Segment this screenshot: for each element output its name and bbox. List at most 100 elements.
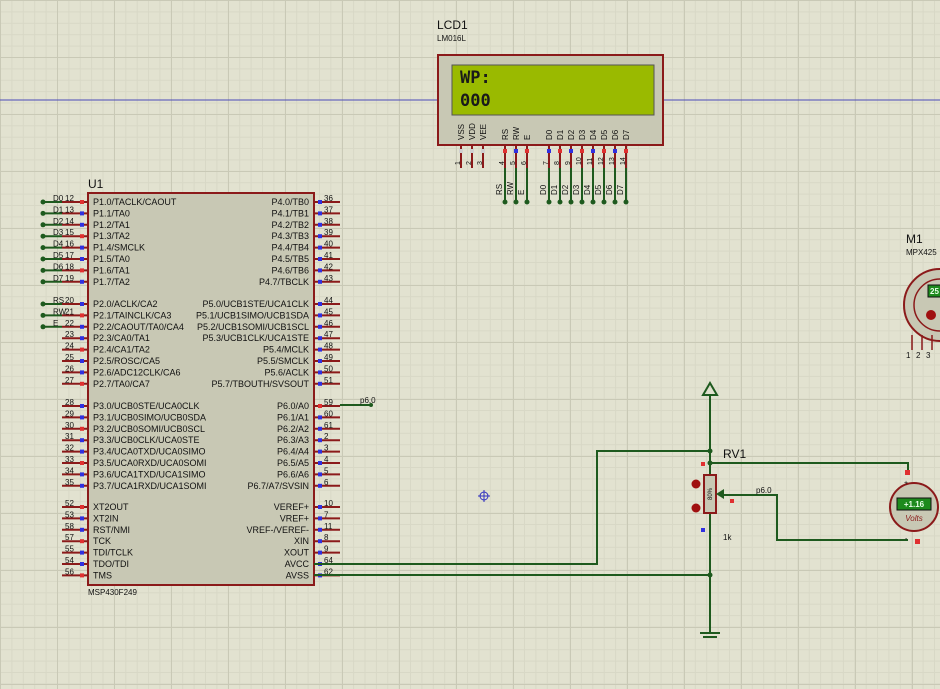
pin-indicator	[915, 539, 920, 544]
pin-state-indicator	[569, 149, 573, 153]
mcu-pin-number: 49	[324, 353, 333, 362]
mcu-pin-name: P6.5/A5	[277, 458, 309, 468]
mcu-pin-name: P3.3/UCB0CLK/UCA0STE	[93, 435, 200, 445]
pin-state-indicator	[80, 234, 84, 239]
pin-state-indicator	[318, 449, 322, 454]
net-terminal	[623, 199, 629, 205]
lcd-pins: VSS1VDD2VEE3RS4RSRW5RWE6ED07D0D18D1D29D2…	[455, 123, 631, 205]
pressure-sensor-component[interactable]: M1 MPX425 25 1 2 3	[903, 232, 940, 360]
lcd-component[interactable]: LCD1 LM016L WP: 000 VSS1VDD2VEE3RS4RSRW5…	[437, 18, 664, 205]
mcu-pin-name: P1.6/TA1	[93, 265, 130, 275]
mcu-pin-number: 3	[324, 444, 329, 453]
sensor-display-value: 25	[930, 287, 939, 296]
mcu-pin-number: 13	[65, 205, 74, 214]
mcu-pin-number: 37	[324, 205, 333, 214]
mcu-pin-number: 21	[65, 307, 74, 316]
mcu-pin-number: 15	[65, 228, 74, 237]
mcu-pin-number: 44	[324, 296, 333, 305]
voltmeter-plus: +	[904, 480, 908, 487]
sensor-pin-2: 2	[916, 351, 921, 360]
pin-indicator	[905, 470, 910, 475]
mcu-pin-number: 2	[324, 432, 329, 441]
pin-state-indicator	[624, 149, 628, 153]
p60-net-label: p6.0	[360, 396, 376, 405]
pin-state-indicator	[80, 562, 84, 566]
net-terminal	[40, 222, 46, 228]
mcu-pin-number: 31	[65, 432, 74, 441]
mcu-pin-number: 20	[65, 296, 74, 305]
sensor-adjust-button[interactable]	[926, 310, 936, 320]
mcu-pin-number: 38	[324, 217, 333, 226]
lcd-net-label: D6	[605, 184, 614, 195]
pin-state-indicator	[318, 268, 322, 273]
net-terminal	[40, 233, 46, 239]
lcd-pin-name: D4	[589, 129, 598, 140]
mcu-pin-number: 32	[65, 444, 74, 453]
mcu-pin-name: P4.5/TB5	[271, 254, 309, 264]
mcu-pin-name: P1.4/SMCLK	[93, 243, 145, 253]
pin-state-indicator	[470, 149, 474, 153]
mcu-pin-number: 50	[324, 364, 333, 373]
mcu-pin-number: 52	[65, 499, 74, 508]
pin-state-indicator	[80, 573, 84, 578]
mcu-pin-name: P4.4/TB4	[271, 243, 309, 253]
mcu-pin-number: 61	[324, 421, 333, 430]
pin-state-indicator	[318, 539, 322, 544]
power-terminal-icon[interactable]	[701, 381, 719, 396]
pin-state-indicator	[318, 438, 322, 443]
mcu-pin-number: 53	[65, 510, 74, 519]
mcu-pin-number: 59	[324, 398, 333, 407]
pin-indicator	[701, 462, 705, 466]
pot-increase-button[interactable]	[691, 479, 701, 489]
net-terminal	[40, 301, 46, 307]
net-terminal	[601, 199, 607, 205]
lcd-pin-name: RS	[501, 129, 510, 140]
potentiometer-component[interactable]: RV1 80% 1k p6.0	[691, 447, 773, 542]
voltmeter-display	[896, 497, 932, 511]
junction-dot	[707, 448, 713, 454]
pin-state-indicator	[318, 279, 322, 284]
pin-state-indicator	[613, 149, 617, 153]
mcu-pin-number: 41	[324, 251, 333, 260]
mcu-pin-name: P2.0/ACLK/CA2	[93, 299, 158, 309]
sensor-part: MPX425	[906, 248, 937, 257]
mcu-pin-name: P6.6/A6	[277, 469, 309, 479]
pin-state-indicator	[318, 472, 322, 477]
pin-state-indicator	[602, 149, 606, 153]
lcd-pin-name: D5	[600, 129, 609, 140]
mcu-pin-name: P2.6/ADC12CLK/CA6	[93, 367, 181, 377]
mcu-pin-number: 5	[324, 466, 329, 475]
voltmeter-reading: +1.16	[904, 500, 925, 509]
pin-state-indicator	[525, 149, 529, 153]
junction-dot	[369, 403, 373, 407]
mcu-net-label: D0	[53, 194, 64, 203]
pot-decrease-button[interactable]	[691, 503, 701, 513]
pin-state-indicator	[318, 461, 322, 465]
mcu-pin-name: P5.6/ACLK	[264, 367, 309, 377]
mcu-pin-number: 29	[65, 409, 74, 418]
lcd-pin-name: VEE	[479, 124, 488, 140]
lcd-net-label: RW	[506, 181, 515, 195]
lcd-part: LM016L	[437, 34, 466, 43]
pin-state-indicator	[558, 149, 562, 153]
voltmeter-component[interactable]: +1.16 Volts + -	[889, 470, 939, 544]
ground-icon[interactable]	[700, 632, 720, 638]
pin-state-indicator	[80, 222, 84, 227]
pot-wiper-net: p6.0	[756, 486, 772, 495]
mcu-pin-number: 14	[65, 217, 74, 226]
sensor-display	[927, 284, 940, 298]
mcu-pin-name: TDO/TDI	[93, 559, 129, 569]
mcu-pin-name: P3.2/UCB0SOMI/UCB0SCL	[93, 424, 205, 434]
pin-state-indicator	[591, 149, 595, 153]
mcu-pin-name: P4.1/TB1	[271, 208, 309, 218]
mcu-pin-name: P1.5/TA0	[93, 254, 130, 264]
lcd-pin-name: D2	[567, 129, 576, 140]
pin-state-indicator	[318, 381, 322, 386]
pot-value: 1k	[723, 533, 732, 542]
mcu-pin-number: 43	[324, 274, 333, 283]
pin-state-indicator	[318, 505, 322, 509]
sensor-ref: M1	[906, 232, 923, 246]
pin-state-indicator	[80, 313, 84, 318]
lcd-pin-number: 13	[609, 157, 616, 165]
